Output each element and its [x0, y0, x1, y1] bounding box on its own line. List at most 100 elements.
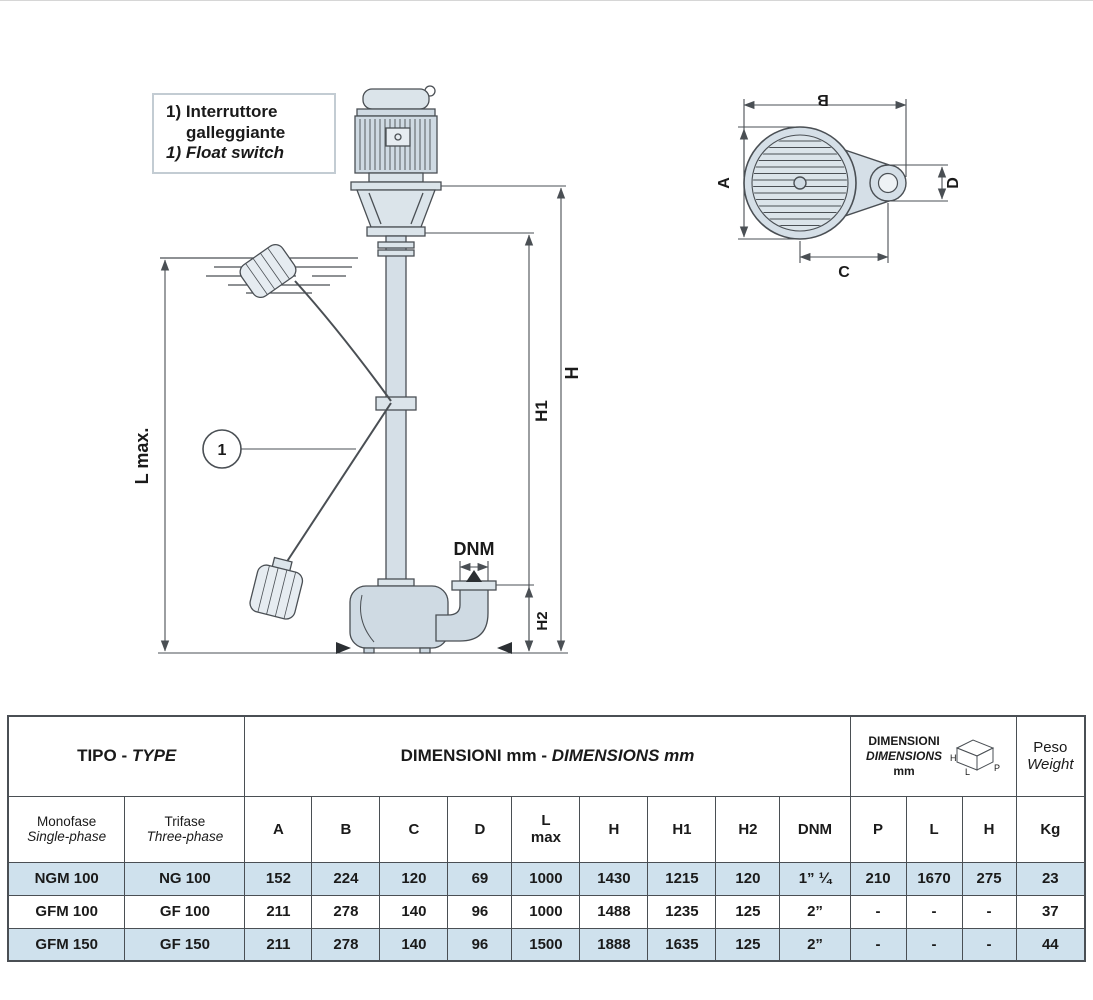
table-cell: 96	[447, 894, 513, 929]
table-cell: 2”	[779, 894, 851, 929]
pkg-dimensions-label: DIMENSIONS	[866, 748, 943, 763]
table-cell: 1635	[647, 927, 717, 962]
tipo-label: TIPO -	[77, 746, 128, 766]
table-cell: -	[961, 894, 1017, 929]
package-box-icon: H L P	[950, 739, 1000, 776]
col-header-dnm: DNM	[779, 795, 851, 863]
table-cell: 1000	[511, 861, 581, 896]
table-cell: -	[905, 894, 963, 929]
dim-label-dnm: DNM	[454, 539, 495, 559]
table-cell: 211	[244, 927, 313, 962]
col-header-h: H	[579, 795, 649, 863]
table-cell: 1488	[579, 894, 649, 929]
dim-label-h: H	[562, 367, 582, 380]
table-cell: -	[961, 927, 1017, 962]
table-row: GFM 150 GF 150 211 278 140 96 1500 1888 …	[7, 927, 1086, 962]
dim-label-d: D	[945, 177, 962, 189]
dimensions-label: DIMENSIONS mm	[551, 746, 695, 766]
table-row: NGM 100 NG 100 152 224 120 69 1000 1430 …	[7, 861, 1086, 896]
table-cell: 69	[447, 861, 513, 896]
monofase-label: Monofase	[37, 814, 97, 829]
dim-label-c: C	[838, 264, 850, 281]
col-header-b: B	[311, 795, 381, 863]
table-cell: 96	[447, 927, 513, 962]
box-dim-p: P	[994, 763, 1000, 773]
table-cell: 2”	[779, 927, 851, 962]
table-cell: 125	[715, 927, 781, 962]
col-header-h-pkg: H	[961, 795, 1017, 863]
dim-label-h2: H2	[534, 611, 551, 630]
table-cell: 1888	[579, 927, 649, 962]
flow-arrow-up	[466, 570, 482, 582]
drawing-area: L max. H H1 H2 DNM 1 B A C D 1) Interrut…	[0, 1, 1093, 703]
table-cell: 1215	[647, 861, 717, 896]
type-label: TYPE	[131, 746, 177, 766]
table-cell: -	[849, 927, 907, 962]
table-cell: 1670	[905, 861, 963, 896]
col-header-p: P	[849, 795, 907, 863]
pump-top-view	[738, 99, 948, 263]
pump-casing	[349, 585, 449, 649]
dimensions-table: TIPO - TYPE DIMENSIONI mm - DIMENSIONS m…	[6, 715, 1087, 962]
terminal-box	[385, 127, 411, 147]
column-pipe	[385, 235, 407, 587]
header-trifase: Trifase Three-phase	[124, 795, 246, 863]
table-cell: -	[905, 927, 963, 962]
col-header-l: L	[905, 795, 963, 863]
pkg-mm-label: mm	[893, 763, 915, 778]
motor-flange	[350, 181, 442, 191]
pump-side-view	[349, 85, 497, 654]
table-cell: 44	[1015, 927, 1086, 962]
col-header-h2: H2	[715, 795, 781, 863]
col-header-lmax: L max	[511, 795, 581, 863]
float-switch	[239, 243, 392, 620]
box-dim-l: L	[965, 767, 970, 776]
table-cell: 140	[379, 927, 449, 962]
model-monofase: GFM 150	[7, 927, 126, 962]
note-line-1: 1) Interruttore	[166, 102, 278, 121]
lantern-bracket	[356, 189, 436, 228]
level-mark-right	[497, 642, 512, 654]
table-cell: 278	[311, 894, 381, 929]
callout-1	[202, 429, 356, 469]
dimensioni-label: DIMENSIONI mm -	[400, 746, 547, 766]
table-cell: 23	[1015, 861, 1086, 896]
float-cable-upper	[294, 280, 392, 402]
table-cell: 1235	[647, 894, 717, 929]
float-switch-note: 1) Interruttore galleggiante 1) Float sw…	[152, 93, 336, 175]
model-trifase: NG 100	[124, 861, 246, 896]
dim-label-h1: H1	[532, 400, 551, 422]
table-cell: 152	[244, 861, 313, 896]
header-package-dimensions: DIMENSIONI DIMENSIONS mm H L P	[849, 715, 1017, 797]
col-header-c: C	[379, 795, 449, 863]
weight-label: Weight	[1027, 756, 1074, 774]
table-cell: 120	[379, 861, 449, 896]
peso-label: Peso	[1033, 739, 1068, 757]
float-lower	[249, 556, 304, 620]
side-view-dimensions	[158, 185, 568, 654]
trifase-label: Trifase	[164, 814, 206, 829]
header-peso-weight: Peso Weight	[1015, 715, 1086, 797]
top-view-dimensions	[738, 99, 948, 263]
table-cell: 275	[961, 861, 1017, 896]
model-trifase: GF 100	[124, 894, 246, 929]
table-cell: 278	[311, 927, 381, 962]
note-line-3: 1) Float switch	[166, 143, 285, 163]
level-mark-left	[336, 642, 351, 654]
model-trifase: GF 150	[124, 927, 246, 962]
table-cell: 37	[1015, 894, 1086, 929]
table-cell: 210	[849, 861, 907, 896]
table-row: GFM 100 GF 100 211 278 140 96 1000 1488 …	[7, 894, 1086, 929]
table-cell: 1430	[579, 861, 649, 896]
single-phase-label: Single-phase	[27, 829, 107, 844]
discharge-flange	[451, 580, 497, 591]
pipe-coupling	[375, 396, 417, 411]
table-cell: 1” ¼	[779, 861, 851, 896]
float-upper	[239, 243, 297, 299]
header-dimensions: DIMENSIONI mm - DIMENSIONS mm	[244, 715, 851, 797]
pkg-dimensioni-label: DIMENSIONI	[868, 733, 940, 748]
technical-drawing: L max. H H1 H2 DNM 1 B A C D	[132, 85, 962, 654]
table-cell: -	[849, 894, 907, 929]
three-phase-label: Three-phase	[146, 829, 224, 844]
table-cell: 125	[715, 894, 781, 929]
